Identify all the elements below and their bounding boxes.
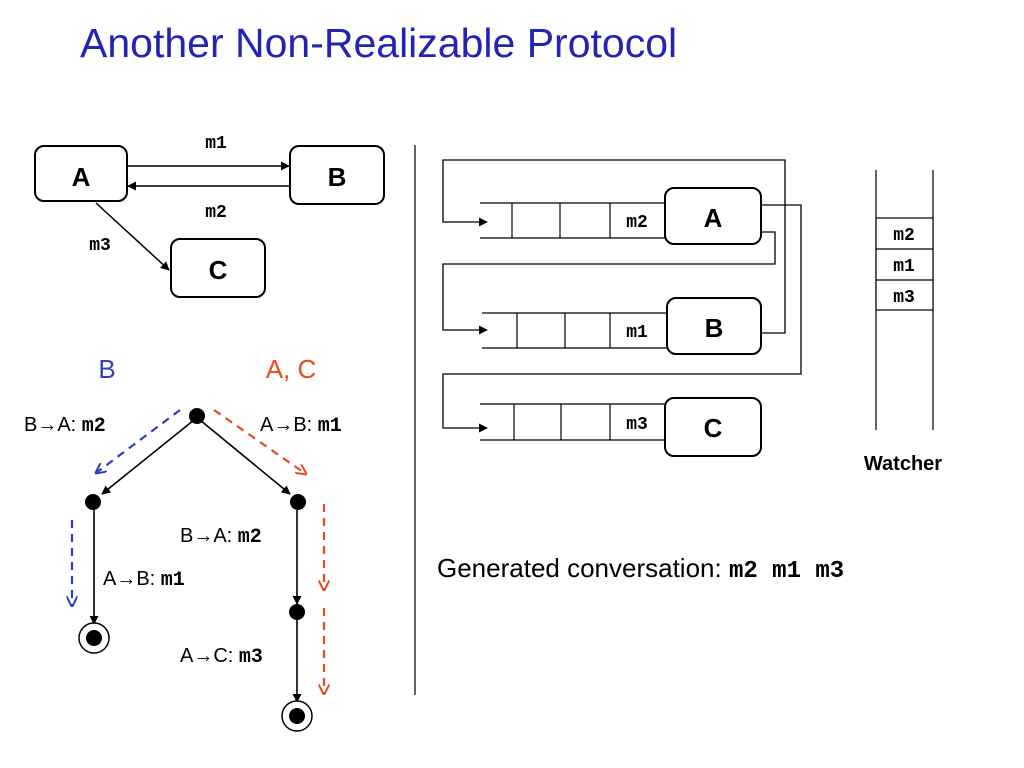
peer-a-node: A — [34, 145, 128, 202]
queue-c-feed-line — [442, 204, 802, 433]
edge-label-a-c-m3: A→C: m3 — [180, 645, 263, 669]
peer-c-label: C — [209, 255, 228, 285]
msg-m2-label: m2 — [205, 203, 227, 223]
peer-b-queue-node — [666, 297, 762, 355]
watcher-queue: m2 m1 m3 Watcher — [864, 170, 942, 475]
queue-a: m2 A — [480, 187, 762, 245]
queue-model: m2 A m1 B m3 — [442, 159, 802, 457]
msg-m3-label: m3 — [89, 236, 111, 256]
peer-c-queue-node — [664, 397, 762, 457]
watcher-label: Watcher — [864, 453, 942, 475]
edge-a-to-c — [95, 202, 170, 271]
page-title: Another Non-Realizable Protocol — [80, 20, 678, 66]
queue-a-head-msg: m2 — [626, 213, 648, 233]
state-node — [289, 604, 305, 620]
queue-b-feed-line — [442, 231, 776, 335]
edge-label-b-a-m2: B→A: m2 — [180, 525, 262, 549]
peer-a-queue-node — [664, 187, 762, 245]
state-node — [290, 494, 306, 510]
msg-m1-label: m1 — [205, 134, 227, 154]
queue-a-peer-label: A — [704, 203, 723, 233]
generated-conversation: Generated conversation: m2 m1 m3 — [437, 553, 844, 585]
watcher-item: m2 — [893, 226, 915, 246]
state-node — [85, 494, 101, 510]
execution-tree: B A, C — [24, 354, 342, 732]
watcher-item: m3 — [893, 288, 915, 308]
tree-left-label: B — [98, 354, 115, 384]
protocol-graph: A B C m1 m2 m3 — [34, 134, 385, 298]
red-path-1 — [213, 409, 306, 474]
conversation-label: Generated conversation: — [437, 553, 729, 583]
queue-c-head-msg: m3 — [626, 415, 648, 435]
edge-label-b-a-m2: B→A: m2 — [24, 414, 106, 438]
queue-c-peer-label: C — [704, 413, 723, 443]
edge-label-a-b-m1: A→B: m1 — [260, 414, 342, 438]
final-state — [281, 700, 313, 732]
queue-b-peer-label: B — [705, 313, 724, 343]
queue-c: m3 C — [480, 397, 762, 457]
peer-a-label: A — [72, 162, 91, 192]
peer-b-node: B — [289, 145, 385, 205]
edge-label-a-b-m1: A→B: m1 — [103, 568, 185, 592]
initial-state — [189, 408, 205, 424]
peer-c-node: C — [170, 238, 266, 298]
tree-right-label: A, C — [266, 354, 317, 384]
blue-path-1 — [96, 409, 181, 473]
queue-b-head-msg: m1 — [626, 323, 648, 343]
peer-b-label: B — [328, 162, 347, 192]
queue-b: m1 B — [482, 297, 762, 355]
queue-a-feed-line — [442, 159, 786, 227]
watcher-item: m1 — [893, 257, 915, 277]
final-state — [78, 622, 110, 654]
conversation-value: m2 m1 m3 — [729, 558, 844, 585]
